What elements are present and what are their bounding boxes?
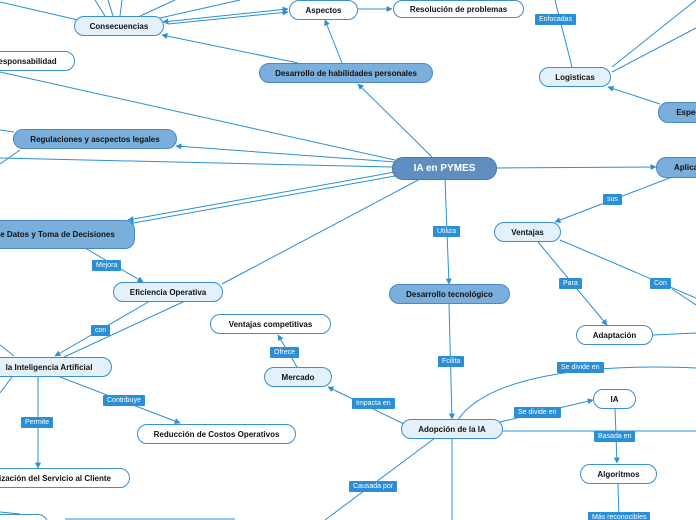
node-desarrollo-habilidades[interactable]: Desarrollo de habilidades personales (259, 63, 433, 83)
node-aplica[interactable]: Aplica (656, 157, 696, 178)
node-inteligencia-artificial[interactable]: la Inteligencia Artificial (0, 357, 112, 377)
edge (161, 33, 299, 64)
node-algoritmos[interactable]: Algoritmos (580, 464, 657, 484)
tag-utiliza: Utiliza (433, 226, 461, 237)
edge (167, 9, 289, 25)
edge (0, 129, 15, 133)
edge (0, 157, 393, 168)
tag-ofrece: Ofrece (270, 347, 300, 358)
edge (107, 0, 114, 17)
edge (0, 511, 21, 515)
node-reduccion-costos[interactable]: Reducción de Costos Operativos (137, 424, 296, 444)
edge (162, 6, 289, 25)
edge (324, 437, 436, 520)
node-resolucion-de-problemas[interactable]: Resolución de problemas (393, 0, 524, 18)
tag-para: Para (559, 278, 582, 289)
edge (457, 366, 696, 421)
edge (652, 332, 696, 336)
edge (611, 0, 696, 68)
tag-mas-reconocibles: Más reconocibles (588, 512, 651, 520)
tag-contribuye: Contribuye (103, 395, 145, 406)
tag-con-left: con (91, 325, 111, 336)
edge (0, 344, 15, 357)
tag-basada-en: Basada en (594, 431, 636, 442)
node-adaptacion[interactable]: Adaptación (576, 325, 653, 345)
node-consecuencias[interactable]: Consecuencias (74, 16, 164, 36)
central-topic-ia-en-pymes[interactable]: IA en PYMES (392, 157, 497, 180)
edge (357, 83, 433, 158)
node-mercado[interactable]: Mercado (264, 367, 332, 387)
edge (559, 239, 696, 299)
node-logisticas[interactable]: Logisticas (539, 67, 611, 87)
tag-se-divide-en-lower: Se divide en (514, 407, 561, 418)
edge (611, 27, 696, 73)
tag-se-divide-en-upper: Se divide en (557, 362, 604, 373)
edge (495, 164, 657, 171)
tag-sus: sus (603, 194, 622, 205)
edge (59, 300, 186, 360)
edge (221, 178, 421, 285)
node-servicio-cliente[interactable]: ización del Servicio al Cliente (0, 468, 130, 488)
node-datos-toma-decisiones[interactable]: e Datos y Toma de Decisiones (0, 220, 135, 249)
node-ventajas-competitivas[interactable]: Ventajas competitivas (210, 314, 331, 334)
tag-permite: Permite (21, 417, 54, 428)
edge (0, 149, 21, 165)
tag-enfocadas: Enfocadas (535, 14, 577, 25)
tag-impacta-en: Impacta en (352, 398, 395, 409)
edge (94, 0, 106, 17)
edge (127, 171, 396, 222)
edge (0, 71, 396, 161)
edge (0, 1, 79, 21)
node-responsabilidad[interactable]: esponsabilidad (0, 51, 75, 71)
tag-facilita: Fcilita (438, 356, 465, 367)
node-aspectos[interactable]: Aspectos (289, 0, 358, 20)
node-ventajas[interactable]: Ventajas (494, 222, 561, 242)
edge (127, 175, 396, 226)
node-regulaciones[interactable]: Regulaciones y ascpectos legales (13, 129, 177, 149)
edge (175, 143, 396, 163)
edge (119, 0, 123, 17)
edge (607, 85, 661, 105)
node-desarrollo-tecnologico[interactable]: Desarrollo tecnológico (389, 284, 510, 304)
tag-mejora: Mejora (92, 260, 122, 271)
node-espec[interactable]: Espec (658, 102, 696, 123)
edge (324, 19, 343, 64)
edge (554, 0, 573, 68)
edge (139, 0, 176, 17)
node-ia[interactable]: IA (593, 389, 636, 409)
edge (671, 288, 696, 306)
node-adopcion-ia[interactable]: Adopción de la IA (401, 419, 503, 439)
node-partial-bottom-left[interactable] (0, 514, 48, 520)
tag-causada-por: Causada por (349, 481, 398, 492)
node-eficiencia-operativa[interactable]: Eficiencia Operativa (113, 282, 223, 302)
tag-con-right: Con (650, 278, 671, 289)
edge (0, 376, 13, 394)
